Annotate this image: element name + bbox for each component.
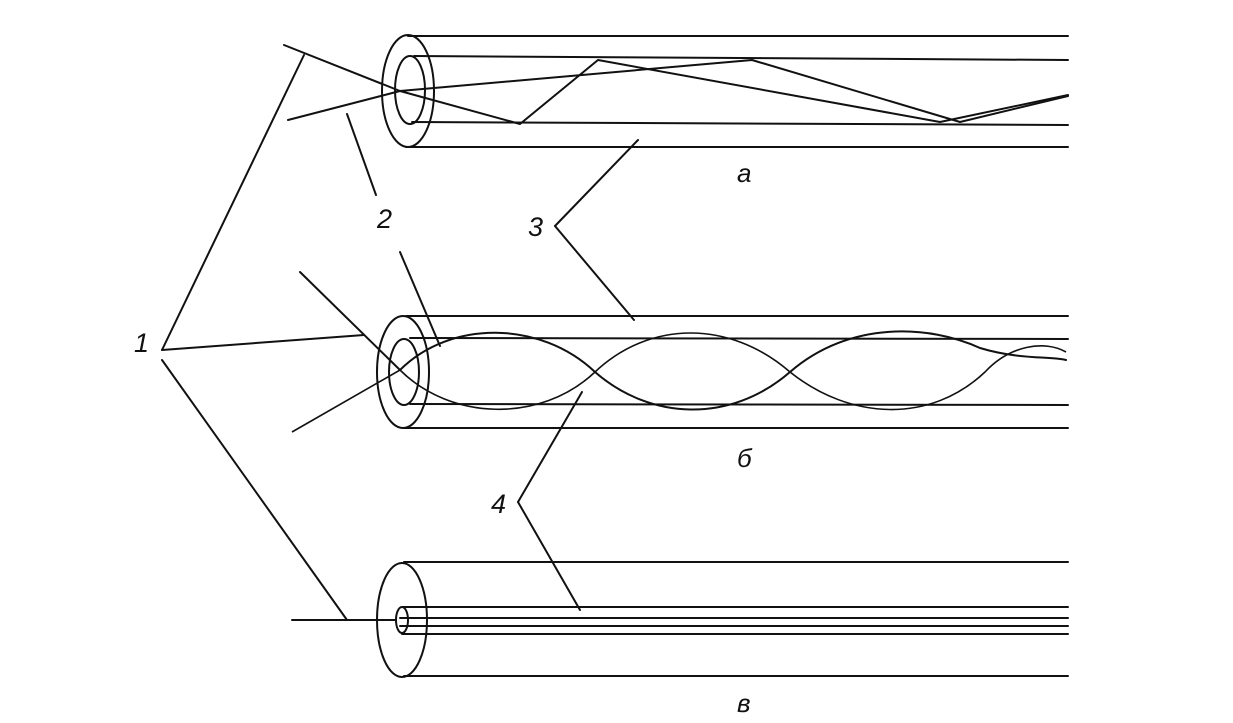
fiber-a xyxy=(283,34,1069,148)
fiber-b-ray-1 xyxy=(299,271,1067,411)
caption-v: в xyxy=(737,688,751,718)
callout-3: 3 xyxy=(528,212,543,242)
fiber-b-cladding-end xyxy=(376,315,430,429)
leader-lines xyxy=(161,54,639,621)
caption-a: а xyxy=(737,158,751,188)
fiber-b-ray-2 xyxy=(291,332,1067,433)
fiber-c-core-end xyxy=(395,606,409,634)
fiber-c xyxy=(291,561,1069,678)
fiber-a-ray-2 xyxy=(287,59,1069,123)
callout-4: 4 xyxy=(491,489,506,519)
fiber-b xyxy=(291,271,1069,433)
fiber-a-ray-1 xyxy=(283,44,1069,125)
callout-1: 1 xyxy=(134,328,149,358)
fiber-b-core-end xyxy=(388,338,420,406)
callout-2: 2 xyxy=(376,204,392,234)
caption-b: б xyxy=(737,443,753,473)
fiber-a-cladding-end xyxy=(381,34,435,148)
